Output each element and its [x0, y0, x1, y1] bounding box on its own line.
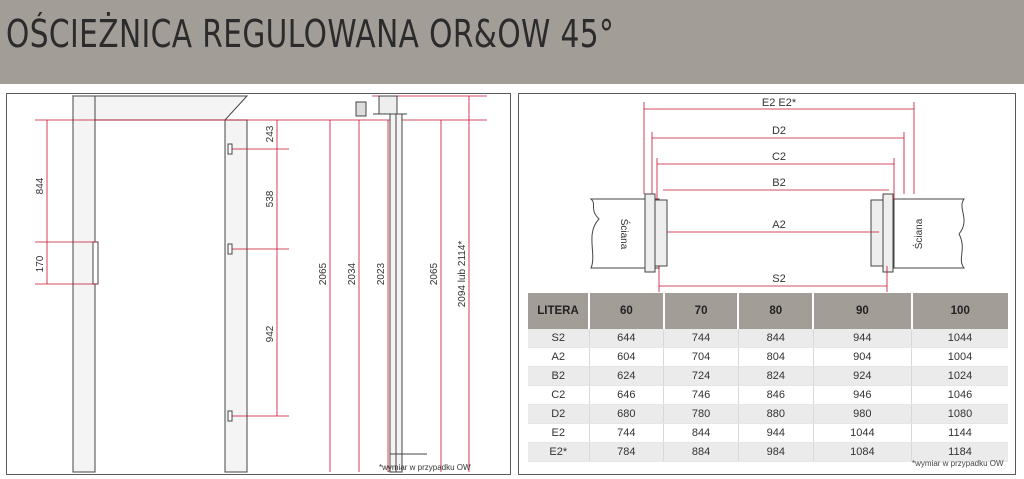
table-cell: 1080 — [911, 404, 1008, 424]
footnote-right: *wymiar w przypadku OW — [912, 459, 1004, 468]
page-title: OŚCIEŻNICA REGULOWANA OR&OW 45° — [6, 12, 615, 56]
dim-b2: B2 — [772, 177, 785, 189]
row-label: S2 — [528, 329, 589, 348]
table-cell: 646 — [588, 385, 664, 405]
table-cell: 1046 — [911, 385, 1008, 405]
table-cell: 780 — [663, 404, 739, 424]
dim-e2: E2 E2* — [762, 97, 797, 109]
table-cell: 1004 — [911, 347, 1008, 367]
table-header-cell: 60 — [588, 293, 664, 329]
table-cell: 1144 — [911, 423, 1008, 443]
footnote-left: *wymiar w przypadku OW — [379, 463, 471, 472]
table-cell: 1024 — [911, 366, 1008, 386]
dimension-lines — [643, 102, 915, 292]
table-cell: 904 — [812, 347, 912, 367]
table-header-row: LITERA 60 70 80 90 100 — [528, 293, 1008, 329]
table-cell: 944 — [812, 329, 912, 348]
frame-elevation-drawing: 844 170 243 538 942 2065 2034 2023 2065 … — [35, 95, 487, 473]
dim-2034: 2034 — [347, 262, 358, 285]
row-label: E2* — [528, 442, 589, 462]
table-header-cell: 70 — [662, 293, 739, 329]
table-cell: 624 — [588, 366, 664, 386]
table-cell: 984 — [737, 442, 814, 462]
table-header-cell: LITERA — [528, 293, 589, 329]
table-cell: 884 — [663, 442, 739, 462]
table-cell: 880 — [737, 404, 814, 424]
dim-a2: A2 — [772, 219, 785, 231]
table-cell: 944 — [737, 423, 814, 443]
table-cell: 1084 — [812, 442, 912, 462]
table-cell: 924 — [812, 366, 912, 386]
table-header-cell: 90 — [812, 293, 912, 329]
table-cell: 680 — [588, 404, 664, 424]
table-cell: 844 — [737, 329, 814, 348]
reference-lines — [35, 95, 487, 472]
table-cell: 824 — [737, 366, 814, 386]
header-bar: OŚCIEŻNICA REGULOWANA OR&OW 45° — [0, 0, 1024, 84]
table-cell: 604 — [588, 347, 664, 367]
row-label: D2 — [528, 404, 589, 424]
table-cell: 744 — [588, 423, 664, 443]
dim-942: 942 — [265, 325, 276, 342]
row-label: B2 — [528, 366, 589, 386]
dim-2065-b: 2065 — [429, 262, 440, 285]
table-cell: 1044 — [812, 423, 912, 443]
dim-s2: S2 — [772, 273, 785, 285]
table-cell: 1184 — [911, 442, 1008, 462]
table-header-cell: 80 — [737, 293, 814, 329]
dim-c2: C2 — [772, 151, 786, 163]
row-label: A2 — [528, 347, 589, 367]
wall-label-left: Ściana — [618, 219, 631, 250]
table-cell: 746 — [663, 385, 739, 405]
table-cell: 844 — [663, 423, 739, 443]
walls — [589, 198, 966, 269]
side-profile — [355, 95, 427, 473]
dim-2094-2114: 2094 lub 2114* — [457, 241, 468, 308]
table-cell: 784 — [588, 442, 664, 462]
table-cell: 704 — [663, 347, 739, 367]
table-cell: 724 — [663, 366, 739, 386]
table-header-cell: 100 — [910, 293, 1008, 329]
row-label: E2 — [528, 423, 589, 443]
table-cell: 846 — [737, 385, 814, 405]
frame-elevation-panel: 844 170 243 538 942 2065 2034 2023 2065 … — [6, 93, 511, 475]
frame-profiles — [644, 193, 894, 273]
dim-243: 243 — [265, 125, 276, 142]
table-cell: 644 — [588, 329, 664, 348]
table-cell: 804 — [737, 347, 814, 367]
dim-538: 538 — [265, 190, 276, 207]
dim-d2: D2 — [772, 125, 786, 137]
frame-section-drawing: Ściana Ściana E2 E2* D2 C2 B2 A2 S2 — [589, 97, 966, 292]
row-label: C2 — [528, 385, 589, 405]
dim-844: 844 — [35, 177, 46, 194]
table-cell: 744 — [663, 329, 739, 348]
dim-2065-a: 2065 — [318, 262, 329, 285]
door-frame — [71, 95, 249, 473]
dim-2023: 2023 — [376, 262, 387, 285]
wall-label-right: Ściana — [912, 218, 925, 249]
dim-170: 170 — [35, 255, 46, 272]
table-cell: 1044 — [911, 329, 1008, 348]
table-cell: 980 — [812, 404, 912, 424]
table-cell: 946 — [812, 385, 912, 405]
